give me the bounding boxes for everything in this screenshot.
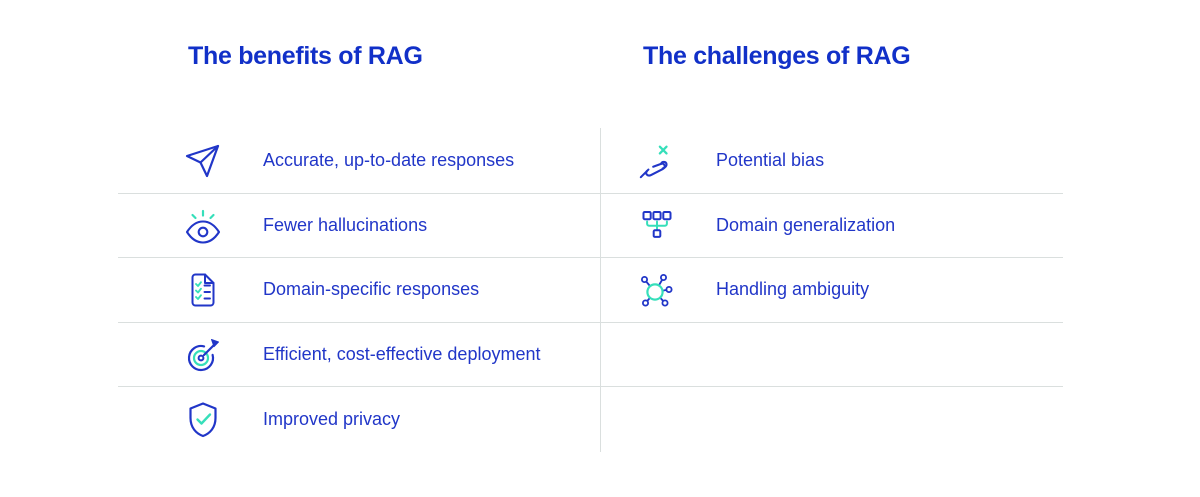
hierarchy-icon — [637, 205, 677, 245]
table-row: Fewer hallucinations Domain generalizati… — [118, 194, 1063, 259]
shield-check-icon — [183, 400, 223, 440]
challenge-label: Potential bias — [716, 150, 825, 170]
challenge-item-generalization: Domain generalization — [600, 194, 1063, 258]
target-dart-icon — [183, 335, 223, 375]
benefit-item-accurate: Accurate, up-to-date responses — [118, 129, 600, 193]
empty-cell — [600, 387, 1063, 452]
empty-cell — [600, 323, 1063, 387]
network-nodes-icon — [637, 270, 677, 310]
benefit-item-efficient: Efficient, cost-effective deployment — [118, 323, 600, 387]
benefits-title: The benefits of RAG — [188, 42, 423, 70]
table-row: Domain-specific responses Handling ambig… — [118, 258, 1063, 323]
benefit-label: Improved privacy — [263, 408, 401, 429]
eye-alert-icon — [183, 205, 223, 245]
table-row: Efficient, cost-effective deployment — [118, 323, 1063, 388]
table-row: Accurate, up-to-date responses Potential… — [118, 129, 1063, 194]
benefit-item-domain-specific: Domain-specific responses — [118, 258, 600, 322]
hand-x-icon — [637, 141, 677, 181]
challenge-label: Handling ambiguity — [716, 279, 870, 300]
challenge-label: Domain generalization — [716, 214, 896, 235]
benefit-label: Fewer hallucinations — [263, 214, 428, 235]
benefit-label: Domain-specific responses — [263, 279, 480, 300]
paper-plane-icon — [183, 141, 223, 181]
benefit-item-privacy: Improved privacy — [118, 387, 600, 452]
challenges-title: The challenges of RAG — [643, 42, 911, 70]
document-checklist-icon — [183, 270, 223, 310]
table-row: Improved privacy — [118, 387, 1063, 452]
challenge-item-ambiguity: Handling ambiguity — [600, 258, 1063, 322]
benefit-label: Efficient, cost-effective deployment — [263, 343, 541, 364]
column-divider — [600, 128, 601, 452]
comparison-table: Accurate, up-to-date responses Potential… — [118, 129, 1063, 452]
benefit-item-hallucinations: Fewer hallucinations — [118, 194, 600, 258]
benefit-label: Accurate, up-to-date responses — [263, 150, 515, 170]
challenge-item-bias: Potential bias — [600, 129, 1063, 193]
